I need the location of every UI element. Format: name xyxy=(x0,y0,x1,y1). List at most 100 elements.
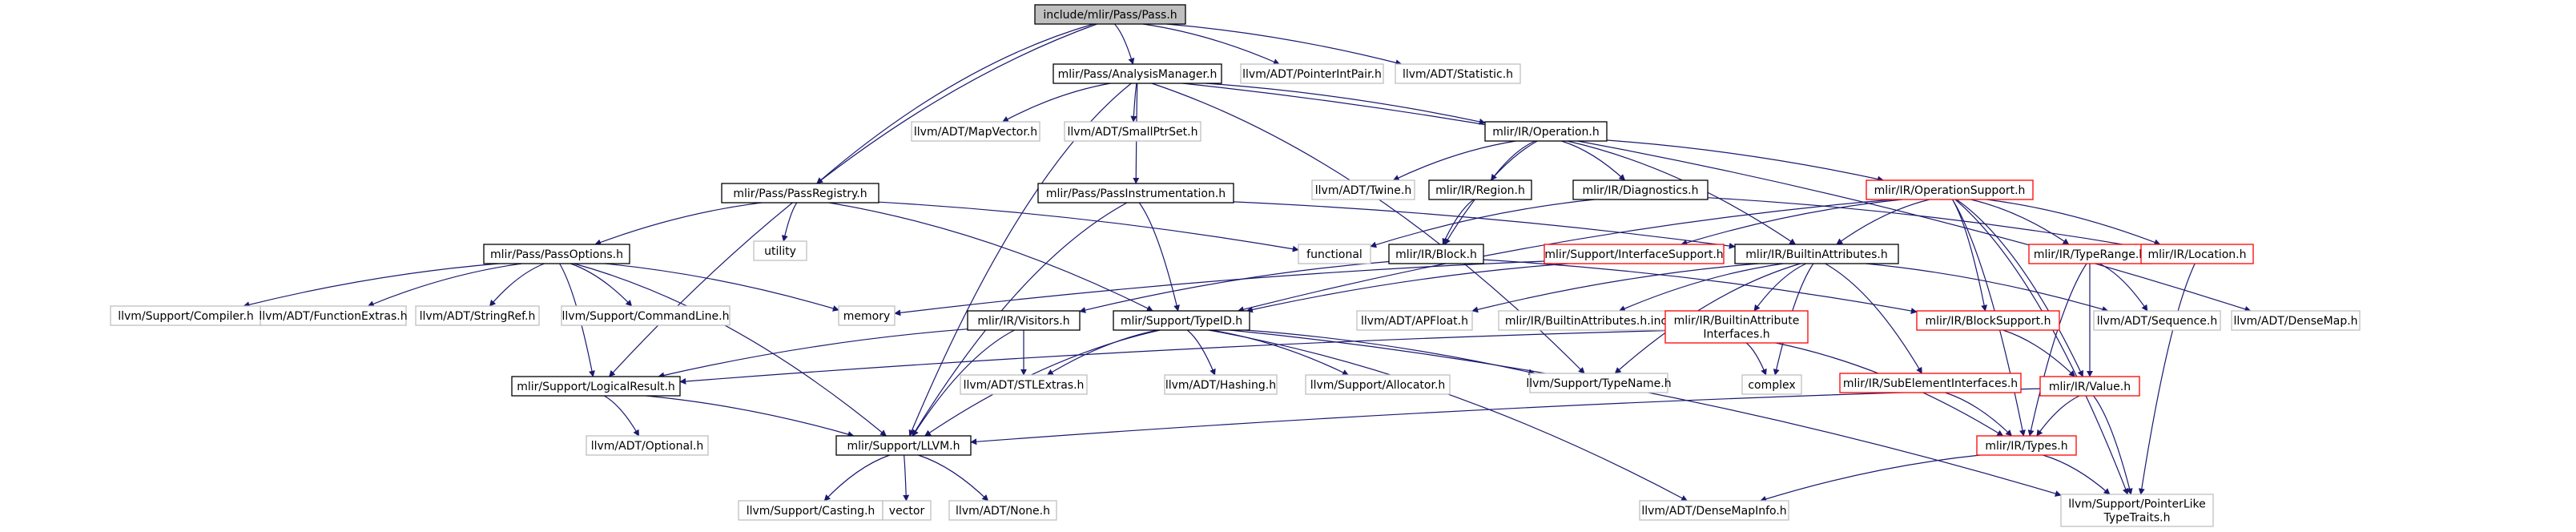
node-statistic[interactable]: llvm/ADT/Statistic.h xyxy=(1395,63,1521,84)
node-vector[interactable]: vector xyxy=(882,500,932,521)
node-mapvector[interactable]: llvm/ADT/MapVector.h xyxy=(911,121,1040,142)
edge-visitors-to-logicalresult xyxy=(658,328,968,379)
edge-pass-to-passregistry xyxy=(816,23,1094,184)
node-label-commandline: llvm/Support/CommandLine.h xyxy=(562,310,730,323)
node-label-subelementinterfaces: mlir/IR/SubElementInterfaces.h xyxy=(1843,377,2018,390)
node-label-passinstrumentation: mlir/Pass/PassInstrumentation.h xyxy=(1046,187,1226,200)
node-densemapinfo[interactable]: llvm/ADT/DenseMapInfo.h xyxy=(1639,500,1789,521)
node-box-builtinattributeinterfaces xyxy=(1664,310,1809,344)
edge-operationsupport-to-interfacesupport xyxy=(1680,199,1902,246)
node-logicalresult[interactable]: mlir/Support/LogicalResult.h xyxy=(511,376,681,397)
node-pass[interactable]: include/mlir/Pass/Pass.h xyxy=(1034,4,1186,25)
edge-builtinattributes-to-sequence xyxy=(1866,263,2109,312)
node-casting[interactable]: llvm/Support/Casting.h xyxy=(738,500,883,521)
node-passregistry[interactable]: mlir/Pass/PassRegistry.h xyxy=(721,183,879,204)
node-twine[interactable]: llvm/ADT/Twine.h xyxy=(1311,179,1415,200)
node-block[interactable]: mlir/IR/Block.h xyxy=(1388,244,1484,264)
node-box-stlextras xyxy=(960,374,1088,395)
node-operationsupport[interactable]: mlir/IR/OperationSupport.h xyxy=(1866,179,2034,200)
node-label-analysismanager: mlir/Pass/AnalysisManager.h xyxy=(1058,68,1218,81)
edge-typeid-to-hashing xyxy=(1186,329,1216,376)
node-label-typename: llvm/Support/TypeName.h xyxy=(1526,377,1671,390)
node-box-blocksupport xyxy=(1916,310,2060,331)
node-smallptrset[interactable]: llvm/ADT/SmallPtrSet.h xyxy=(1064,121,1201,142)
node-optional[interactable]: llvm/ADT/Optional.h xyxy=(586,435,709,456)
node-label-pointerintpair: llvm/ADT/PointerIntPair.h xyxy=(1242,68,1382,81)
node-sequence[interactable]: llvm/ADT/Sequence.h xyxy=(2093,310,2221,331)
node-apfloat[interactable]: llvm/ADT/APFloat.h xyxy=(1356,310,1473,331)
node-hashing[interactable]: llvm/ADT/Hashing.h xyxy=(1164,374,1278,395)
node-box-typename xyxy=(1529,373,1668,393)
node-complex[interactable]: complex xyxy=(1741,374,1802,395)
edge-passinstrumentation-to-builtinattributes xyxy=(1233,201,1736,249)
edge-llvm-to-casting xyxy=(823,454,890,502)
node-passinstrumentation[interactable]: mlir/Pass/PassInstrumentation.h xyxy=(1037,183,1234,204)
node-typerange[interactable]: mlir/IR/TypeRange.h xyxy=(2028,244,2151,264)
node-label-densemapinfo: llvm/ADT/DenseMapInfo.h xyxy=(1641,505,1786,518)
node-box-operationsupport xyxy=(1866,179,2034,200)
node-allocator[interactable]: llvm/Support/Allocator.h xyxy=(1305,374,1451,395)
node-box-memory xyxy=(838,305,896,326)
node-label-visitors: mlir/IR/Visitors.h xyxy=(977,315,1069,328)
edge-passregistry-to-passoptions xyxy=(594,202,763,246)
node-blocksupport[interactable]: mlir/IR/BlockSupport.h xyxy=(1916,310,2060,331)
node-builtinattributes[interactable]: mlir/IR/BuiltinAttributes.h xyxy=(1734,244,1899,264)
node-compiler[interactable]: llvm/Support/Compiler.h xyxy=(110,305,262,326)
node-utility[interactable]: utility xyxy=(753,240,807,261)
edge-operationsupport-to-typeid xyxy=(1237,199,1894,313)
node-location[interactable]: mlir/IR/Location.h xyxy=(2140,244,2254,264)
node-region[interactable]: mlir/IR/Region.h xyxy=(1428,179,1532,200)
edge-region-to-block xyxy=(1442,199,1475,245)
node-diagnostics[interactable]: mlir/IR/Diagnostics.h xyxy=(1572,179,1709,200)
node-memory[interactable]: memory xyxy=(838,305,896,326)
edge-analysismanager-to-smallptrset xyxy=(1130,83,1137,123)
edge-passoptions-to-llvm xyxy=(574,263,887,437)
node-commandline[interactable]: llvm/Support/CommandLine.h xyxy=(561,305,731,326)
node-stlextras[interactable]: llvm/ADT/STLExtras.h xyxy=(960,374,1088,395)
node-subelementinterfaces[interactable]: mlir/IR/SubElementInterfaces.h xyxy=(1839,373,2022,393)
edge-builtinattributes-to-apfloat xyxy=(1471,263,1759,313)
edge-operation-to-operationsupport xyxy=(1606,139,1884,183)
node-operation[interactable]: mlir/IR/Operation.h xyxy=(1484,121,1608,142)
node-value[interactable]: mlir/IR/Value.h xyxy=(2039,376,2140,397)
edge-subelementinterfaces-to-types xyxy=(1945,392,2013,437)
node-interfacesupport[interactable]: mlir/Support/InterfaceSupport.h xyxy=(1544,244,1725,264)
node-box-subelementinterfaces xyxy=(1839,373,2022,393)
node-box-none xyxy=(948,500,1057,521)
node-passoptions[interactable]: mlir/Pass/PassOptions.h xyxy=(483,244,630,264)
node-label-densemap: llvm/ADT/DenseMap.h xyxy=(2233,315,2357,328)
node-label-functionextras: llvm/ADT/FunctionExtras.h xyxy=(259,310,407,323)
node-visitors[interactable]: mlir/IR/Visitors.h xyxy=(967,310,1081,331)
node-box-interfacesupport xyxy=(1544,244,1725,264)
node-box-value xyxy=(2039,376,2140,397)
node-functional[interactable]: functional xyxy=(1298,244,1371,264)
edge-operation-to-diagnostics xyxy=(1561,140,1626,181)
node-label-typeid: mlir/Support/TypeID.h xyxy=(1121,315,1242,328)
node-stringref[interactable]: llvm/ADT/StringRef.h xyxy=(415,305,540,326)
node-label-stlextras: llvm/ADT/STLExtras.h xyxy=(964,379,1085,392)
node-label-operation: mlir/IR/Operation.h xyxy=(1492,126,1599,139)
node-typename[interactable]: llvm/Support/TypeName.h xyxy=(1526,373,1672,393)
node-functionextras[interactable]: llvm/ADT/FunctionExtras.h xyxy=(259,305,408,326)
node-types[interactable]: mlir/IR/Types.h xyxy=(1976,435,2077,456)
edge-passoptions-to-compiler xyxy=(243,263,499,308)
node-builtinattributesinc[interactable]: mlir/IR/BuiltinAttributes.h.inc xyxy=(1498,310,1674,331)
edge-interfacesupport-to-typeid xyxy=(1246,263,1569,313)
node-label-passoptions: mlir/Pass/PassOptions.h xyxy=(490,248,623,261)
edge-operationsupport-to-blocksupport xyxy=(1951,199,1988,312)
node-box-allocator xyxy=(1305,374,1451,395)
node-typeid[interactable]: mlir/Support/TypeID.h xyxy=(1113,310,1250,331)
node-box-vector xyxy=(882,500,932,521)
node-box-statistic xyxy=(1395,63,1521,84)
node-pointerintpair[interactable]: llvm/ADT/PointerIntPair.h xyxy=(1240,63,1384,84)
edge-passinstrumentation-to-llvm xyxy=(912,202,1128,437)
node-label-types: mlir/IR/Types.h xyxy=(1985,440,2067,453)
node-llvm[interactable]: mlir/Support/LLVM.h xyxy=(835,435,972,456)
node-densemap[interactable]: llvm/ADT/DenseMap.h xyxy=(2231,310,2361,331)
node-none[interactable]: llvm/ADT/None.h xyxy=(948,500,1057,521)
node-box-builtinattributes xyxy=(1734,244,1899,264)
node-analysismanager[interactable]: mlir/Pass/AnalysisManager.h xyxy=(1053,63,1222,84)
edge-operationsupport-to-value xyxy=(1956,199,2083,377)
